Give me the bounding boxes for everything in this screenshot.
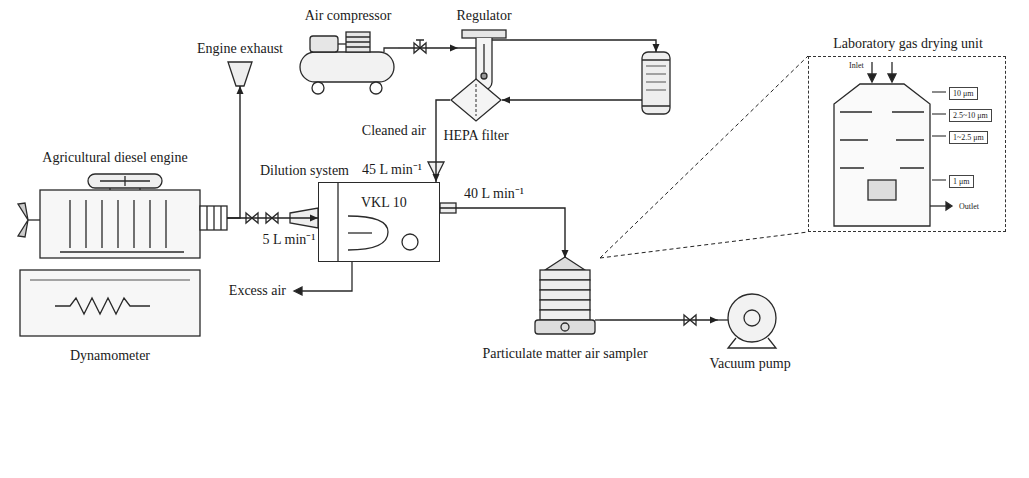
node-label: Vacuum pump (709, 356, 790, 372)
diesel-engine-drawing (18, 174, 227, 258)
filter-diamond (451, 79, 501, 121)
flow-line (600, 317, 718, 324)
sampler-drawing (535, 257, 600, 334)
connector-path (600, 56, 808, 258)
connector-path (440, 208, 565, 258)
flow-label: 5 L min⁻¹ (260, 232, 317, 248)
node-label: Air compressor (305, 8, 392, 24)
node-label: Particulate matter air sampler (482, 346, 647, 362)
node-label: Dynamometer (70, 348, 150, 364)
gas-drying-tube (642, 52, 670, 114)
sampler-cutaway (834, 62, 952, 226)
node-label: Agricultural diesel engine (42, 150, 187, 166)
vacuum-pump: Vacuum pump (718, 292, 782, 348)
flow-rate-label: 45 L min⁻¹ (360, 162, 424, 178)
dynamometer: Dynamometer (15, 268, 205, 340)
air-sampler: Particulate matter air sampler (530, 258, 600, 338)
model-label: VKL 10 (361, 195, 407, 211)
detail-inset: Laboratory gas drying unitInlet10 μm2.5~… (808, 56, 1006, 232)
arrow-head (310, 215, 318, 222)
dilution-box: Dilution systemVKL 10 (318, 182, 440, 262)
regulator-drawing (458, 30, 510, 90)
dilution-internals (338, 182, 418, 262)
filter-outline (450, 78, 502, 122)
dynamometer-drawing (20, 270, 200, 336)
flow-line (227, 86, 244, 218)
part-label: Outlet (959, 202, 979, 211)
connector-path (600, 319, 718, 320)
leader-line (600, 56, 808, 258)
exhaust-outlet: Engine exhaust (228, 62, 252, 86)
arrow-head (237, 86, 244, 94)
air-compressor-drawing (300, 32, 398, 94)
vacuum-pump-drawing (718, 294, 776, 348)
arrow-head (450, 45, 458, 52)
node-label: HEPA filter (443, 128, 508, 144)
arrow-head (710, 317, 718, 324)
connector-path (227, 86, 240, 218)
air-compressor: Air compressor (298, 28, 398, 96)
flow-line (440, 208, 569, 258)
connector-path (502, 40, 656, 100)
size-tag: 1 μm (949, 175, 974, 188)
flow-label: 40 L min⁻¹ (462, 186, 526, 202)
diesel-engine: Agricultural diesel engine (15, 170, 227, 265)
flow-line (398, 45, 458, 52)
size-tag: 10 μm (949, 87, 978, 100)
node-label: Laboratory gas drying unit (833, 36, 983, 52)
connector-path (398, 47, 458, 48)
flow-line (502, 40, 660, 104)
exhaust-funnel (228, 62, 252, 86)
node-label: Dilution system (260, 163, 349, 179)
node-label: Regulator (456, 8, 511, 24)
arrow-head (562, 250, 569, 258)
excess-air-line (294, 262, 352, 295)
size-tag: 1~2.5 μm (949, 131, 988, 144)
arrow-head (653, 44, 660, 52)
arrow-head (433, 174, 440, 182)
node-label: Engine exhaust (197, 41, 283, 57)
part-label: Inlet (849, 61, 864, 70)
regulator: Regulator (458, 28, 510, 93)
flow-label: Cleaned air (360, 123, 428, 139)
hepa-filter: HEPA filter (450, 78, 502, 122)
arrow-head (502, 97, 510, 104)
size-tag: 2.5~10 μm (949, 109, 992, 122)
filter-media (476, 84, 477, 116)
valve-symbol (414, 40, 426, 53)
outlet-label: Excess air (227, 283, 288, 299)
